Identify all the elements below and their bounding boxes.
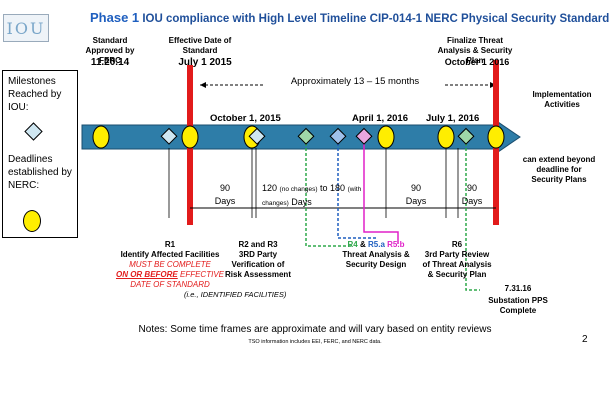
duration-4-unit: Days: [461, 196, 483, 206]
effective-date: July 1 2015: [178, 57, 232, 68]
r1-ie: (i.e., IDENTIFIED FACILITIES): [184, 290, 287, 299]
extend-note: can extend beyond deadline for Security …: [522, 155, 596, 184]
leader-green-r4: [305, 143, 352, 247]
tso-text: TSO information includes EEI, FERC, and …: [248, 339, 382, 345]
r1-text: Identify Affected Facilities: [120, 250, 220, 259]
r2r3-code: R2 and R3: [238, 240, 278, 249]
circle-jul: [437, 125, 455, 149]
title-text: IOU compliance with High Level Timeline …: [142, 13, 609, 25]
legend-box: Milestones Reached by IOU: Deadlines est…: [2, 70, 78, 238]
duration-2-a: 120: [262, 183, 278, 193]
diamond-r5a: [329, 127, 347, 145]
pps-date: 7.31.16: [504, 284, 532, 293]
duration-2-b: (no changes): [279, 186, 318, 193]
r1-warn-1: MUST BE COMPLETE: [129, 260, 211, 269]
leader-blue-r5a: [337, 143, 378, 239]
r45-line-1: Threat Analysis &: [342, 250, 410, 259]
approved-label: Standard Approved by FERC: [85, 36, 135, 65]
date-apr-2016: April 1, 2016: [352, 113, 408, 124]
approx-left-head: [200, 82, 206, 88]
r2r3-block: R2 and R3 3RD Party Verification of Risk…: [222, 240, 294, 280]
r6-block: R6 3rd Party Review of Threat Analysis &…: [412, 240, 502, 280]
leader-green-pps: [465, 143, 480, 291]
r6-line-2: of Threat Analysis: [422, 260, 492, 269]
r2r3-line-3: Risk Assessment: [225, 270, 291, 279]
duration-3-unit: Days: [405, 196, 427, 206]
duration-1: 90 Days: [205, 182, 245, 208]
page-title: Phase 1 IOU compliance with High Level T…: [90, 10, 609, 25]
r45-amp: &: [359, 240, 366, 249]
legend-circle-icon: [23, 210, 41, 232]
legend-milestones-label: Milestones Reached by IOU:: [8, 76, 62, 113]
r1-block: R1 Identify Affected Facilities MUST BE …: [108, 240, 232, 290]
circle-effective: [181, 125, 199, 149]
finalize-label: Finalize Threat Analysis & Security Plan: [437, 36, 513, 65]
duration-4: 90 Days: [452, 182, 492, 208]
title-phase: Phase 1: [90, 10, 140, 25]
pps-block: 7.31.16 Substation PPS Complete: [478, 284, 558, 316]
diamond-r4: [297, 127, 315, 145]
circle-finalize: [487, 125, 505, 149]
iou-logo: IOU: [3, 14, 49, 42]
diamond-r5b: [355, 127, 373, 145]
r1-warn-2a: ON OR BEFORE: [115, 270, 178, 279]
r1-warn-2: ON OR BEFORE EFFECTIVE: [108, 270, 232, 280]
duration-1-num: 90: [219, 183, 230, 193]
r5a-code: R5.a: [368, 240, 385, 249]
r2r3-line-1: 3RD Party: [238, 250, 278, 259]
duration-2-e: Days: [291, 197, 312, 207]
pps-line-1: Substation PPS: [488, 296, 548, 305]
duration-2-d: (with changes): [262, 186, 362, 207]
implementation-label: Implementation Activities: [532, 90, 592, 109]
effective-label: Effective Date of Standard: [168, 36, 232, 55]
pps-line-2: Complete: [499, 306, 537, 315]
circle-ferc: [92, 125, 110, 149]
duration-2: 120 (no changes) to 180 (with changes) D…: [262, 182, 386, 210]
circle-apr: [377, 125, 395, 149]
r45-line-2: Security Design: [345, 260, 407, 269]
r4-code: R4: [347, 240, 358, 249]
date-jul-2016: July 1, 2016: [426, 113, 480, 124]
duration-3-num: 90: [410, 183, 421, 193]
r2r3-line-2: Verification of: [231, 260, 285, 269]
r6-line-1: 3rd Party Review: [424, 250, 490, 259]
r45-codes: R4 & R5.a R5.b: [326, 240, 426, 250]
r6-line-3: & Security Plan: [427, 270, 487, 279]
duration-1-unit: Days: [214, 196, 236, 206]
duration-4-num: 90: [466, 183, 477, 193]
diamond-r1: [160, 127, 178, 145]
leader-magenta-r5b: [363, 143, 399, 244]
r1-warn-2b: EFFECTIVE: [177, 270, 224, 279]
r45-block: R4 & R5.a R5.b Threat Analysis & Securit…: [326, 240, 426, 270]
duration-2-c: to 180: [320, 183, 346, 193]
legend-deadlines-label: Deadlines established by NERC:: [8, 154, 72, 191]
approved-date: 11.20.14: [90, 57, 130, 68]
diamond-r2r3: [248, 127, 266, 145]
r6-code: R6: [451, 240, 463, 249]
approx-span-label: Approximately 13 – 15 months: [265, 76, 445, 87]
r5b-code: R5.b: [387, 240, 405, 249]
r1-code: R1: [164, 240, 176, 249]
logo-text: IOU: [6, 18, 46, 38]
diamond-pps: [457, 127, 475, 145]
finalize-date: October 1 2016: [444, 57, 510, 67]
r1-warn-3: DATE OF STANDARD: [130, 280, 210, 289]
page-number: 2: [582, 334, 588, 345]
notes-text: Notes: Some time frames are approximate …: [138, 324, 492, 335]
duration-3: 90 Days: [396, 182, 436, 208]
date-oct-2015: October 1, 2015: [210, 113, 281, 124]
